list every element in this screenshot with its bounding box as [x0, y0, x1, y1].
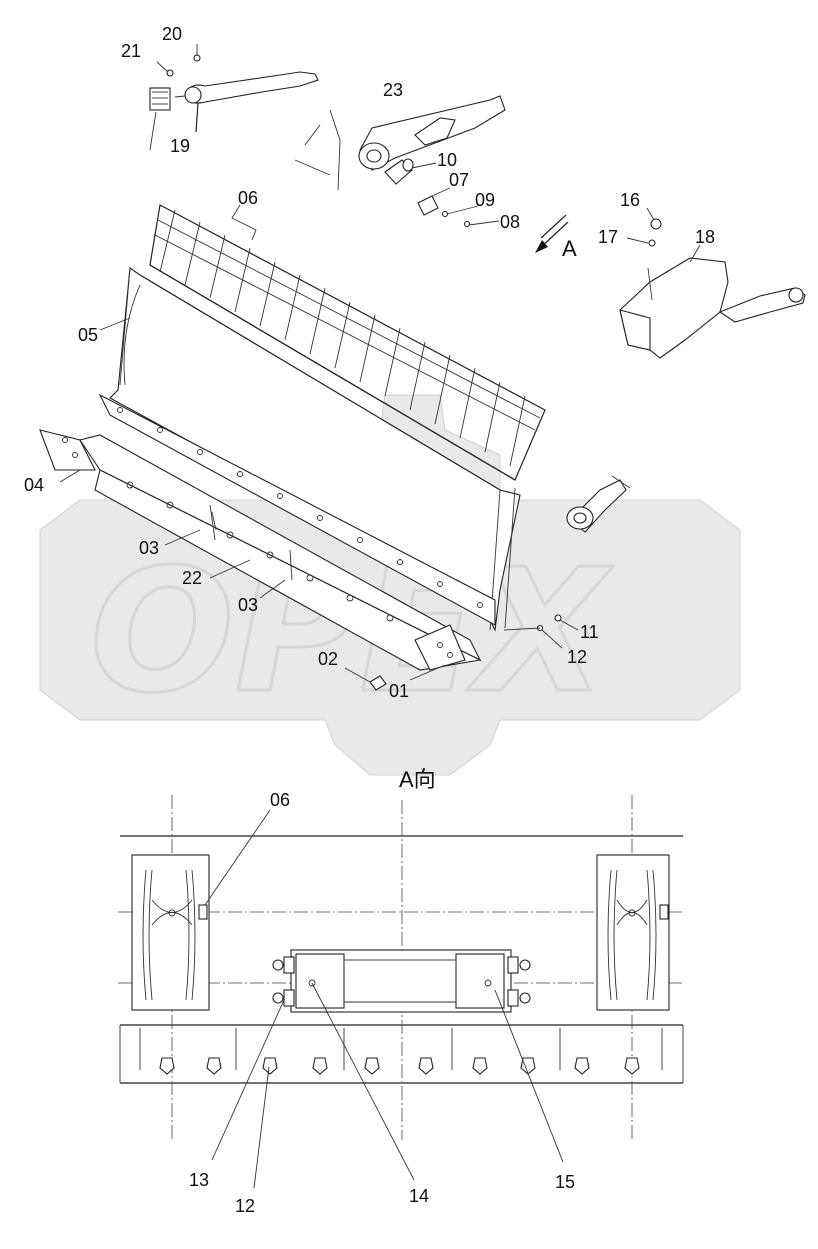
teeth-row: [139, 1028, 663, 1075]
callout-21: 21: [121, 41, 141, 61]
callout-15: 15: [555, 1172, 575, 1192]
linkage-assembly: [149, 44, 319, 151]
bucket-grille: [109, 204, 631, 632]
callout-13: 13: [189, 1170, 209, 1190]
callout-06: 06: [238, 188, 258, 208]
callout-22: 22: [182, 568, 202, 588]
callout-19: 19: [170, 136, 190, 156]
callout-17: 17: [598, 227, 618, 247]
leader-lines-upper: [59, 204, 286, 599]
left-bracket: [131, 854, 210, 1011]
callout-02: 02: [318, 649, 338, 669]
callout-10: 10: [437, 150, 457, 170]
callout-11: 11: [580, 622, 599, 642]
upper-assembly-view: 20 21 19 23 10 07 09 08 06 16 17 18 A 05…: [24, 24, 806, 701]
callout-18: 18: [695, 227, 715, 247]
cutting-edges: [39, 393, 579, 691]
callout-04: 04: [24, 475, 44, 495]
leader-lines-lower: [204, 809, 564, 1189]
callout-23: 23: [383, 80, 403, 100]
callout-03-b: 03: [238, 595, 258, 615]
callout-08: 08: [500, 212, 520, 232]
center-cylinder: [272, 949, 531, 1013]
callout-14: 14: [409, 1186, 429, 1206]
direction-marker-a: A: [562, 236, 577, 261]
callouts-upper: 20 21 19 23 10 07 09 08 06 16 17 18 A 05…: [24, 24, 715, 701]
bolt-holes: [62, 407, 483, 658]
watermark-gear-icon: [39, 394, 741, 776]
callout-12: 12: [567, 647, 587, 667]
view-title: A向: [399, 767, 436, 792]
callout-16: 16: [620, 190, 640, 210]
callouts-lower: 06 13 12 14 15: [189, 790, 575, 1216]
callout-09: 09: [475, 190, 495, 210]
bracket-assembly: [619, 207, 806, 359]
callout-07: 07: [449, 170, 469, 190]
grille-verticals: [159, 209, 526, 467]
callout-06-lower: 06: [270, 790, 290, 810]
watermark: OPEX: [39, 394, 741, 776]
callout-20: 20: [162, 24, 182, 44]
callout-01: 01: [389, 681, 409, 701]
callout-05: 05: [78, 325, 98, 345]
section-view-a: 06 13 12 14 15: [118, 790, 684, 1216]
right-bracket: [596, 854, 670, 1011]
callout-03-a: 03: [139, 538, 159, 558]
boom-arm: [294, 95, 569, 253]
callout-12-lower: 12: [235, 1196, 255, 1216]
